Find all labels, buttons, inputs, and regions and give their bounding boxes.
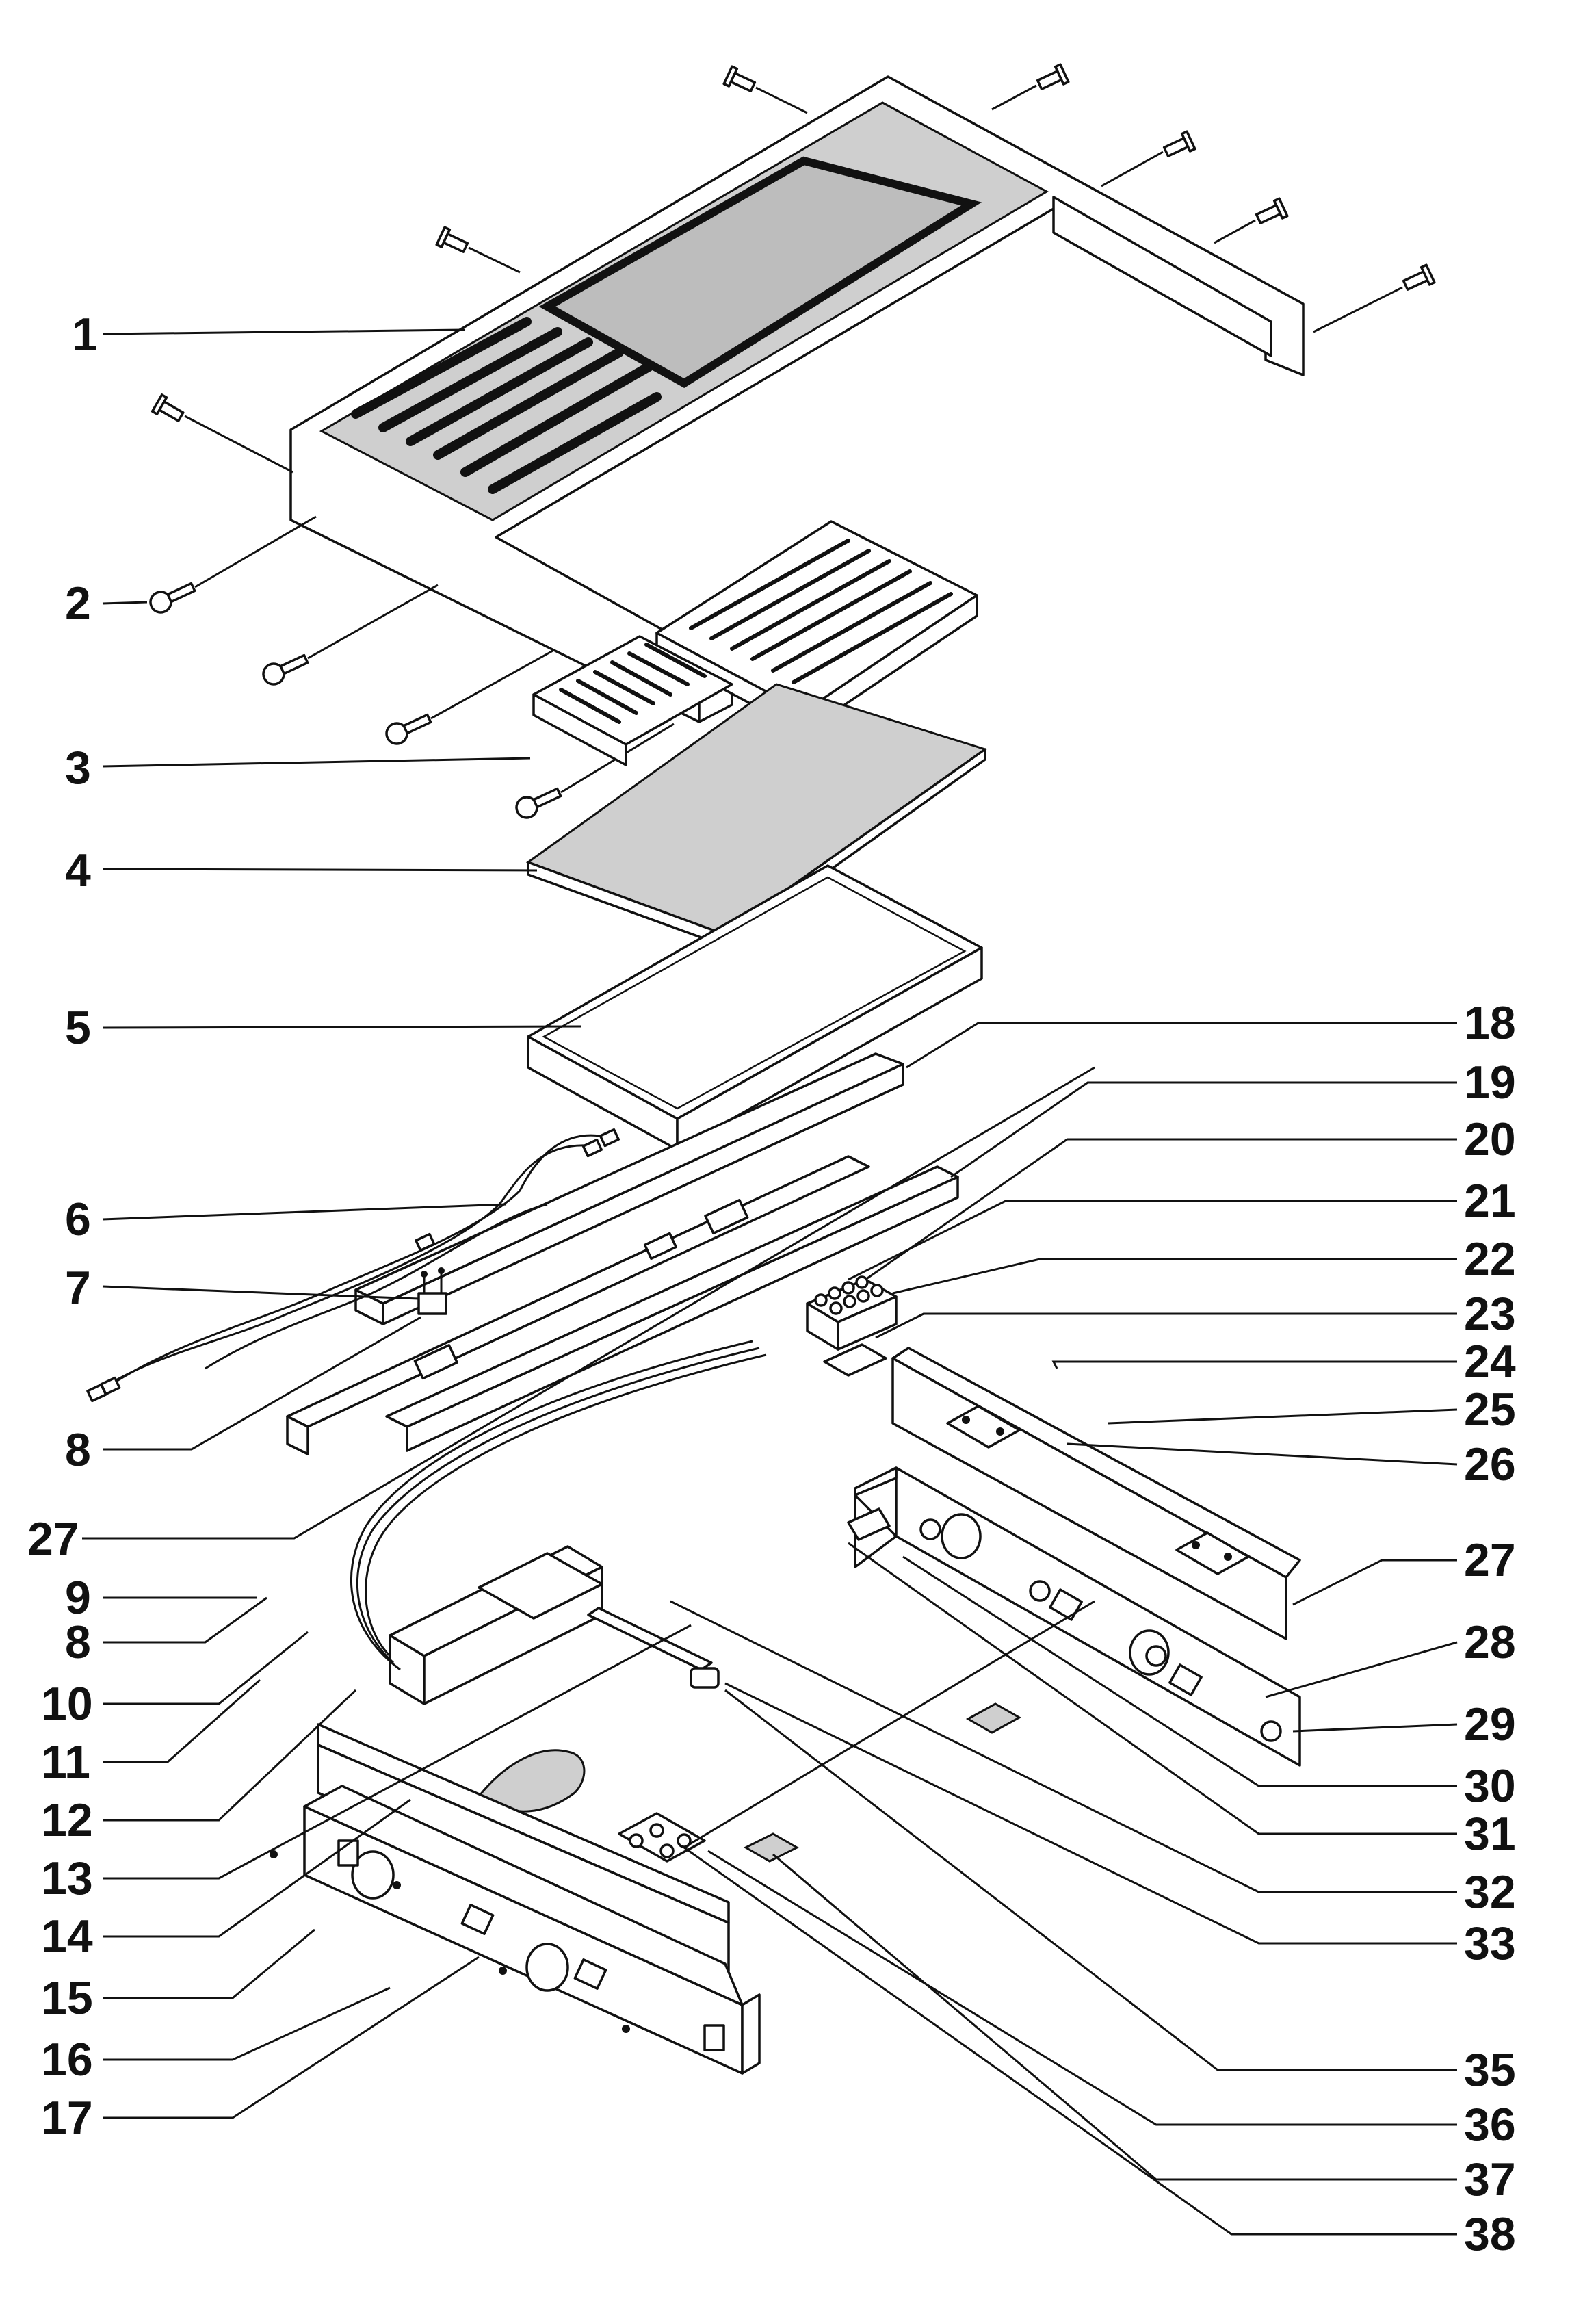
callout-32: 32: [1464, 1866, 1516, 1918]
callout-33: 33: [1464, 1917, 1516, 1969]
callout-22: 22: [1464, 1233, 1516, 1285]
lower-right-housing: [854, 1466, 1301, 1767]
callout-27-left: 27: [27, 1513, 79, 1565]
relay-busbar: [478, 1507, 891, 1689]
callout-21: 21: [1464, 1175, 1516, 1227]
top-cover-housing: [289, 75, 1305, 723]
callout-16: 16: [41, 2034, 93, 2086]
callout-13: 13: [41, 1852, 93, 1904]
callout-28: 28: [1464, 1616, 1516, 1668]
callout-23: 23: [1464, 1288, 1516, 1340]
callout-25: 25: [1464, 1384, 1516, 1436]
callout-6: 6: [65, 1193, 91, 1245]
callout-17: 17: [41, 2092, 93, 2144]
drip-tray: [527, 864, 983, 1151]
callout-35: 35: [1464, 2044, 1516, 2096]
terminal-block: [806, 1275, 898, 1377]
callout-38: 38: [1464, 2208, 1516, 2260]
callout-15: 15: [41, 1972, 93, 2024]
callout-4: 4: [65, 844, 91, 896]
callout-18: 18: [1464, 997, 1516, 1049]
callout-11: 11: [41, 1736, 90, 1788]
callout-30: 30: [1464, 1760, 1516, 1812]
callout-12: 12: [41, 1794, 93, 1846]
heating-element: [477, 1749, 586, 1813]
small-switch: [417, 1267, 447, 1315]
callout-19: 19: [1464, 1057, 1516, 1109]
transformer-box: [350, 1340, 767, 1705]
grill-grates: [532, 520, 978, 766]
callout-5: 5: [65, 1002, 91, 1054]
callout-37: 37: [1464, 2153, 1516, 2205]
lower-small-parts: [618, 1702, 1022, 1863]
callout-31: 31: [1464, 1808, 1516, 1860]
callout-24: 24: [1464, 1336, 1516, 1388]
callout-8-upper: 8: [65, 1424, 91, 1476]
cover-screws: [151, 63, 1436, 474]
leader-lines: [82, 328, 1458, 2236]
callout-labels: 1 2 3 4 5 6 7 8 27 9 8 10 11 12 13 14 15…: [27, 309, 1516, 2260]
callout-29: 29: [1464, 1698, 1516, 1750]
callout-8-lower: 8: [65, 1616, 91, 1668]
callout-36: 36: [1464, 2099, 1516, 2151]
callout-10: 10: [41, 1678, 93, 1730]
front-lower-rail: [270, 1723, 761, 2075]
callout-3: 3: [65, 742, 91, 794]
side-screws: [149, 515, 675, 819]
callout-14: 14: [41, 1910, 93, 1962]
callout-7: 7: [65, 1262, 91, 1314]
callout-20: 20: [1464, 1113, 1516, 1165]
callout-9: 9: [65, 1572, 91, 1624]
right-rail: [891, 1347, 1301, 1640]
callout-26: 26: [1464, 1438, 1516, 1490]
wiring-harness: [86, 1128, 620, 1403]
callout-27-right: 27: [1464, 1534, 1516, 1586]
callout-1: 1: [72, 309, 98, 361]
callout-2: 2: [65, 578, 91, 630]
